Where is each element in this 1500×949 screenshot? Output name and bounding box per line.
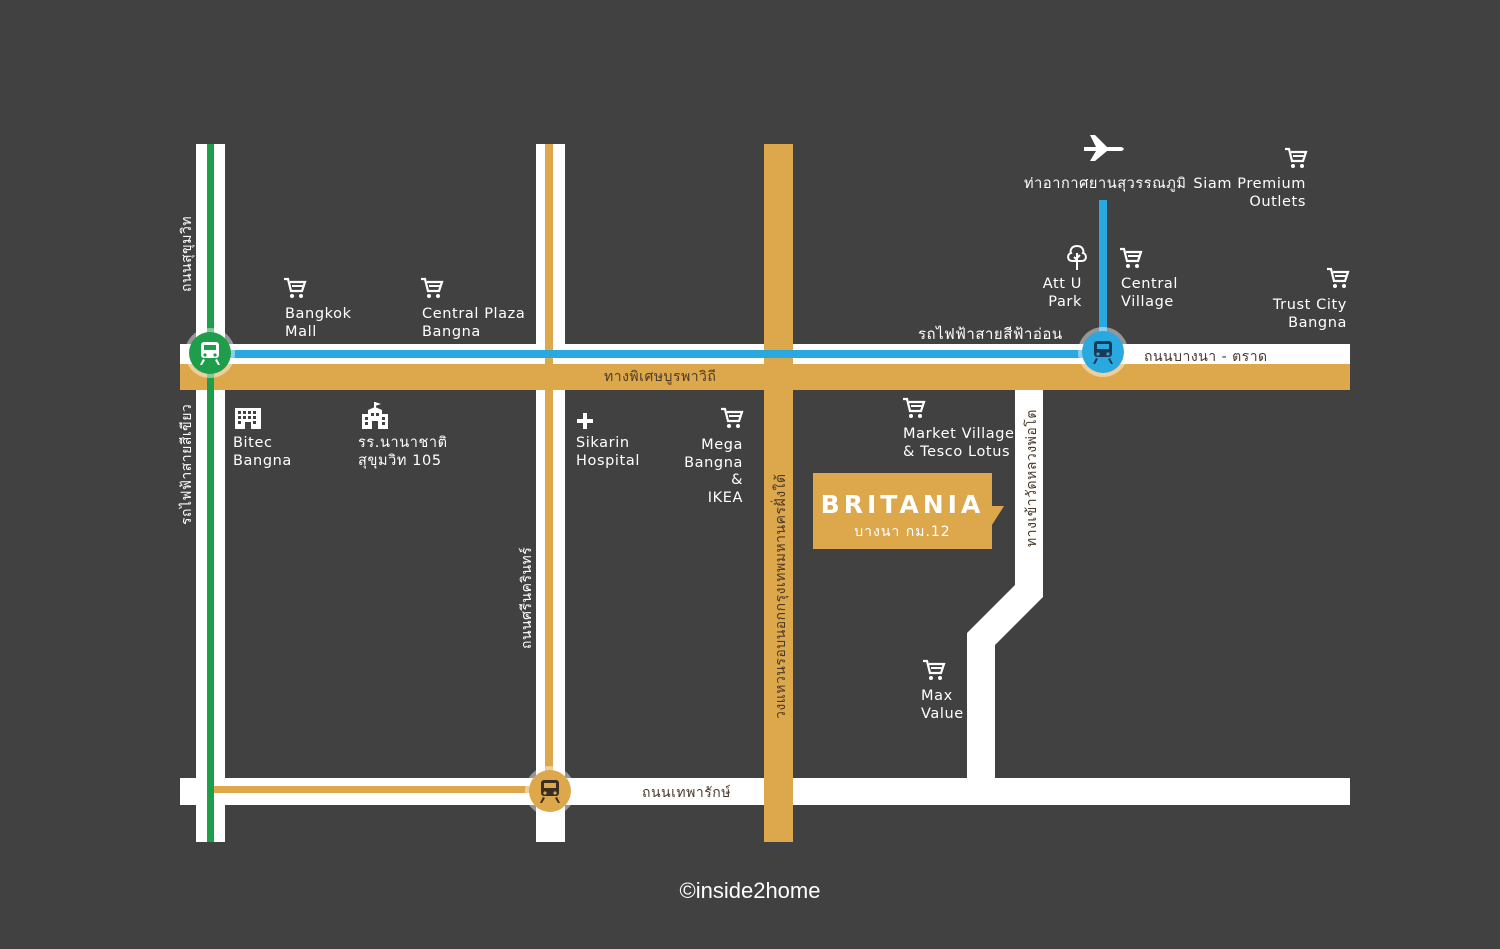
credit-text: ©inside2home xyxy=(679,878,821,903)
blue-line-vertical xyxy=(1099,200,1107,354)
shopping-cart-icon xyxy=(284,277,307,298)
wat-luang-pho-to-road-label: ทางเข้าวัดหลวงพ่อโต xyxy=(1024,409,1040,547)
bangkok-mall-label: Bangkok Mall xyxy=(285,306,352,340)
blue-station xyxy=(1078,327,1128,377)
sukhumvit-road-label: ถนนสุขุมวิท xyxy=(179,215,195,292)
shopping-cart-icon xyxy=(923,659,946,680)
outer-ring-road-crossing xyxy=(764,778,793,805)
blue-line-horizontal xyxy=(210,350,1103,358)
mega-bangna-ikea-label: Mega Bangna & IKEA xyxy=(684,437,743,506)
bangna-trad-road-label: ถนนบางนา - ตราด xyxy=(1144,349,1268,365)
school-icon xyxy=(362,402,388,429)
srinakarin-road-label: ถนนศรีนครินทร์ xyxy=(519,546,535,649)
shopping-cart-icon xyxy=(421,277,444,298)
bts-green-line-label: รถไฟฟ้าสายสีเขียว xyxy=(179,403,195,525)
brand-name: BRITANIA xyxy=(820,490,985,519)
market-village-tesco-label: Market Village & Tesco Lotus xyxy=(903,426,1015,460)
shopping-cart-icon xyxy=(1285,147,1308,168)
outer-ring-road xyxy=(764,144,793,842)
sikarin-hospital-label: Sikarin Hospital xyxy=(576,435,640,469)
central-village-label: Central Village xyxy=(1121,276,1178,310)
max-value-label: Max Value xyxy=(921,688,964,722)
expressway-road-label: ทางพิเศษบูรพาวิถี xyxy=(604,369,717,385)
central-plaza-bangna-label: Central Plaza Bangna xyxy=(422,306,526,340)
shopping-cart-icon xyxy=(903,397,926,418)
srinakarin-gold-line xyxy=(545,144,553,794)
airport-label: ท่าอากาศยานสุวรรณภูมิ xyxy=(1024,176,1187,192)
cross-icon xyxy=(577,413,593,429)
theparak-gold-line xyxy=(210,786,550,793)
outer-ring-road-label: วงแหวนรอบนอกกรุงเทพมหานครฝั่งใต้ xyxy=(773,473,789,719)
office-building-icon xyxy=(235,408,261,429)
green-station xyxy=(185,328,235,378)
gold-station xyxy=(525,766,575,816)
green-line xyxy=(207,144,214,842)
att-u-park-label: Att U Park xyxy=(1042,276,1082,310)
shopping-cart-icon xyxy=(721,407,744,428)
wat-luang-pho-to-road xyxy=(967,390,1043,805)
international-school-label: รร.นานาชาติ สุขุมวิท 105 xyxy=(358,435,448,469)
brand-subtitle: บางนา กม.12 xyxy=(854,524,951,540)
tree-icon xyxy=(1067,244,1087,270)
bitec-bangna-label: Bitec Bangna xyxy=(233,435,292,469)
light-blue-line-label: รถไฟฟ้าสายสีฟ้าอ่อน xyxy=(918,325,1063,343)
theparak-road-label: ถนนเทพารักษ์ xyxy=(642,785,731,801)
britania-project-marker: BRITANIA บางนา กม.12 xyxy=(813,473,992,549)
siam-premium-outlets-label: Siam Premium Outlets xyxy=(1193,176,1306,210)
trust-city-bangna-label: Trust City Bangna xyxy=(1272,297,1347,331)
shopping-cart-icon xyxy=(1120,247,1143,268)
shopping-cart-icon xyxy=(1327,267,1350,288)
airplane-icon xyxy=(1084,135,1124,161)
brand-pointer xyxy=(990,506,1004,528)
